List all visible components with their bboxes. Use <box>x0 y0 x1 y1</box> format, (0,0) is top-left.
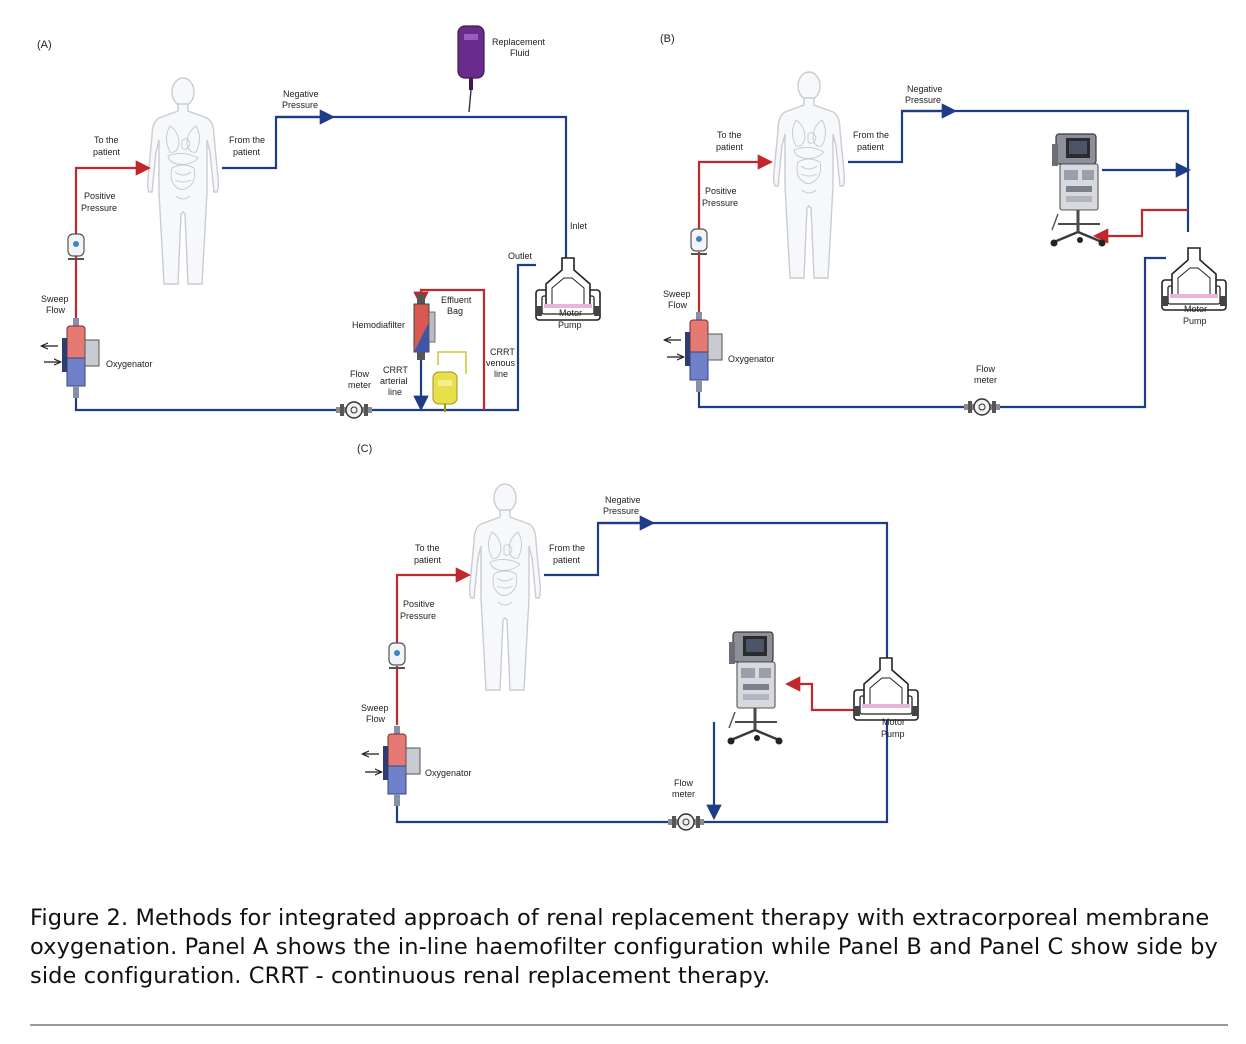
to-patient-label: To the patient <box>93 135 121 157</box>
sweep-flow-label: Sweep Flow <box>361 703 391 724</box>
outlet-return-line <box>994 256 1166 409</box>
negative-pressure-line <box>544 521 889 662</box>
from-patient-label: From the patient <box>853 130 892 152</box>
from-patient-label: From the patient <box>229 135 268 157</box>
flow-meter-label: Flow meter <box>974 364 998 385</box>
panel-a-label: (A) <box>37 39 52 51</box>
motor-pump <box>1161 247 1227 311</box>
to-patient-label: To the patient <box>716 130 744 152</box>
positive-pressure-line <box>74 160 152 235</box>
oxygenator-label: Oxygenator <box>728 354 775 364</box>
patient-figure <box>468 483 542 691</box>
positive-pressure-line <box>395 567 472 644</box>
motor-pump <box>853 657 919 721</box>
effluent-bag <box>432 371 458 412</box>
oxygenator <box>684 311 723 393</box>
patient-figure <box>146 77 220 285</box>
sweep-flow-label: Sweep Flow <box>663 289 693 310</box>
oxygenator <box>61 317 100 399</box>
return-line-oxygenator <box>697 388 970 409</box>
pressure-sensor <box>690 228 708 255</box>
positive-pressure-label: Positive Pressure <box>81 191 118 213</box>
pressure-sensor <box>388 642 406 669</box>
panel-c: (C) To the patient From the patient Nega… <box>357 443 919 831</box>
flow-meter <box>667 813 705 831</box>
figure-caption: Figure 2. Methods for integrated approac… <box>30 905 1218 989</box>
panel-c-label: (C) <box>357 443 372 455</box>
return-line-oxygenator <box>74 392 342 412</box>
inlet-label: Inlet <box>570 221 588 231</box>
oxygenator-label: Oxygenator <box>106 359 153 369</box>
positive-pressure-line <box>697 154 774 230</box>
sweep-flow-label: Sweep Flow <box>41 294 71 315</box>
negative-pressure-label: Negative Pressure <box>905 84 945 105</box>
positive-pressure-label: Positive Pressure <box>702 186 739 208</box>
to-patient-label: To the patient <box>414 543 442 565</box>
crrt-outflow-line <box>1092 208 1188 244</box>
negative-pressure-label: Negative Pressure <box>282 89 321 110</box>
return-line-oxygenator <box>395 802 674 824</box>
flow-meter-label: Flow meter <box>348 369 372 390</box>
crrt-inflow-line <box>784 676 861 712</box>
panel-a: (A) Replacement Fluid <box>37 25 601 419</box>
panel-b-label: (B) <box>660 33 675 45</box>
replacement-fluid-bag <box>457 25 485 113</box>
caption-divider <box>30 1024 1228 1026</box>
crrt-venous-label: CRRT venous line <box>486 347 518 379</box>
oxygenator <box>382 725 421 807</box>
negative-pressure-line <box>848 109 1190 232</box>
ecmo-crrt-diagram: (A) Replacement Fluid <box>37 25 1227 831</box>
effluent-bag-label: Effluent Bag <box>441 295 474 316</box>
motor-pump-label: Motor Pump <box>881 717 908 739</box>
flow-meter <box>963 398 1001 416</box>
from-patient-label: From the patient <box>549 543 588 565</box>
panel-b: (B) To the patient From the patient Nega… <box>660 33 1227 416</box>
outlet-return-line <box>700 700 889 824</box>
hemodiafilter-label: Hemodiafilter <box>352 320 405 330</box>
hemodiafilter <box>413 294 436 360</box>
replacement-fluid-label: Replacement Fluid <box>492 37 548 58</box>
motor-pump-label: Motor Pump <box>558 308 585 330</box>
motor-pump-label: Motor Pump <box>1183 304 1210 326</box>
outlet-return-line <box>366 263 536 412</box>
flow-meter <box>335 401 373 419</box>
outlet-label: Outlet <box>508 251 533 261</box>
crrt-machine <box>726 630 784 746</box>
oxygenator-label: Oxygenator <box>425 768 472 778</box>
negative-pressure-label: Negative Pressure <box>603 495 643 516</box>
patient-figure <box>772 71 846 279</box>
crrt-arterial-label: CRRT arterial line <box>380 365 410 397</box>
negative-pressure-line <box>222 115 568 258</box>
crrt-machine <box>1049 132 1107 248</box>
positive-pressure-label: Positive Pressure <box>400 599 437 621</box>
flow-meter-label: Flow meter <box>672 778 696 799</box>
pressure-sensor <box>67 233 85 260</box>
